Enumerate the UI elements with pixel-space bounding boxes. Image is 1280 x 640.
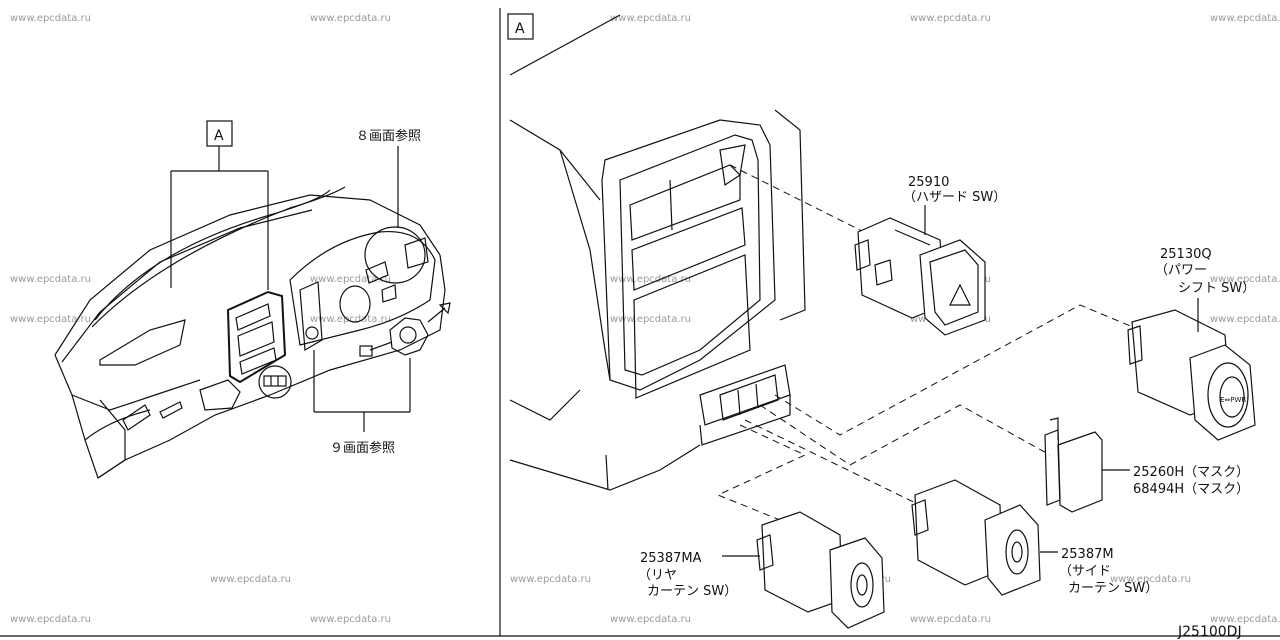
watermark: www.epcdata.ru (310, 274, 391, 285)
hazard-part-desc: （ハザード SW） (903, 190, 1006, 205)
cluster-circle-8 (364, 226, 426, 284)
watermark: www.epcdata.ru (10, 13, 91, 24)
console-opening-3 (633, 254, 751, 399)
side-curtain-part-desc-1: （サイド (1059, 564, 1111, 579)
watermark: www.epcdata.ru (610, 274, 691, 285)
mask-part-line-2: 68494H（マスク） (1133, 482, 1249, 497)
instrument-cluster (289, 230, 436, 346)
callout-a-label-detail: A (515, 21, 525, 37)
watermark: www.epcdata.ru (10, 274, 91, 285)
guide-hazard (729, 164, 871, 236)
console-opening-2 (631, 207, 746, 291)
ref-page-9: ９画面参照 (330, 440, 395, 456)
callout-a-box-detail (507, 13, 534, 40)
watermarks: www.epcdata.ru www.epcdata.ru www.epcdat… (10, 13, 1280, 625)
watermark: www.epcdata.ru (510, 574, 591, 585)
watermark: www.epcdata.ru (310, 614, 391, 625)
rear-curtain-part-number: 25387MA (640, 551, 702, 566)
diagram-code: J25100DJ (1177, 624, 1242, 640)
e-pwr-icon: E⇔PWR (1220, 396, 1246, 404)
power-shift-part-desc-1: （パワー (1155, 263, 1207, 278)
guide-rear-curtain (716, 424, 807, 521)
mask-part-line-1: 25260H（マスク） (1133, 465, 1249, 480)
watermark: www.epcdata.ru (910, 614, 991, 625)
watermark: www.epcdata.ru (210, 574, 291, 585)
console-opening-1 (629, 164, 741, 241)
watermark: www.epcdata.ru (310, 314, 391, 325)
watermark: www.epcdata.ru (910, 13, 991, 24)
watermark: www.epcdata.ru (310, 13, 391, 24)
center-stack (226, 290, 287, 384)
rear-curtain-switch (756, 511, 885, 629)
watermark: www.epcdata.ru (1210, 13, 1280, 24)
callout-a-box (206, 120, 233, 147)
dashboard-overview: A (54, 120, 451, 479)
hazard-triangle-icon (949, 283, 971, 306)
switch-mask (1044, 417, 1103, 513)
rear-curtain-part-desc-1: （リヤ (638, 568, 677, 583)
watermark: www.epcdata.ru (1210, 614, 1280, 625)
watermark: www.epcdata.ru (610, 13, 691, 24)
watermark: www.epcdata.ru (10, 614, 91, 625)
detail-a: A (507, 13, 1256, 640)
watermark: www.epcdata.ru (610, 614, 691, 625)
watermark: www.epcdata.ru (10, 314, 91, 325)
power-shift-part-number: 25130Q (1160, 247, 1212, 262)
dash-top-edge (54, 194, 441, 356)
watermark: www.epcdata.ru (1110, 574, 1191, 585)
guide-side-curtain (744, 419, 931, 511)
switch-panel (699, 364, 791, 426)
callout-a-label: A (214, 128, 224, 144)
rear-curtain-part-desc-2: カーテン SW） (647, 584, 737, 599)
ref-page-8: ８画面参照 (356, 128, 421, 144)
hazard-part-number: 25910 (908, 175, 949, 190)
hazard-switch (854, 217, 986, 336)
center-console-bezel (601, 119, 776, 391)
glovebox-recess (99, 319, 186, 366)
switch-area-circle (258, 365, 292, 399)
side-curtain-part-desc-2: カーテン SW） (1068, 581, 1158, 596)
combination-switch (359, 302, 451, 357)
watermark: www.epcdata.ru (1210, 314, 1280, 325)
side-curtain-switch (911, 479, 1041, 596)
power-shift-part-desc-2: シフト SW） (1178, 281, 1255, 296)
guide-mask (759, 404, 1051, 466)
watermark: www.epcdata.ru (610, 314, 691, 325)
watermark: www.epcdata.ru (1210, 274, 1280, 285)
side-curtain-part-number: 25387M (1061, 547, 1114, 562)
power-shift-switch: E⇔PWR (1127, 309, 1256, 441)
guide-power-shift (774, 304, 1141, 436)
